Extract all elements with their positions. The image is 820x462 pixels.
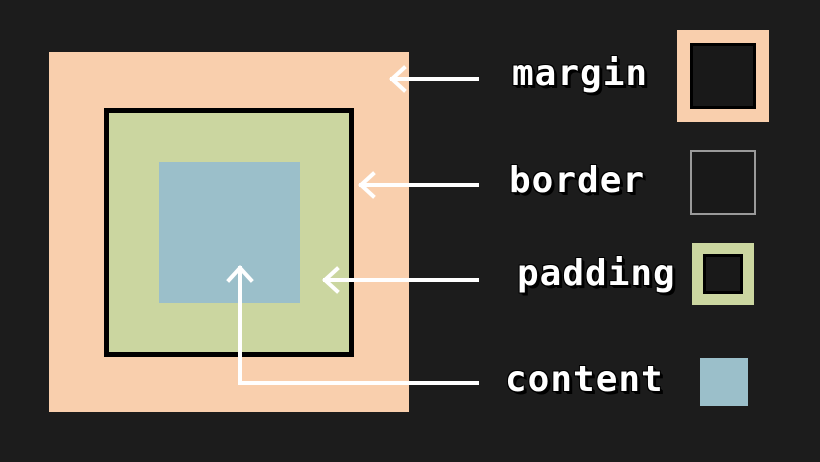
margin-label: margin <box>512 53 649 94</box>
content-swatch <box>700 358 748 406</box>
content-area <box>159 162 300 303</box>
border-label: border <box>509 160 646 201</box>
content-label: content <box>505 359 664 400</box>
padding-label: padding <box>517 253 676 294</box>
border-swatch <box>690 150 756 215</box>
margin-swatch-inner-border <box>690 43 756 109</box>
padding-swatch-inner-border <box>703 254 743 294</box>
padding-swatch <box>692 243 754 305</box>
border-area <box>104 108 354 357</box>
